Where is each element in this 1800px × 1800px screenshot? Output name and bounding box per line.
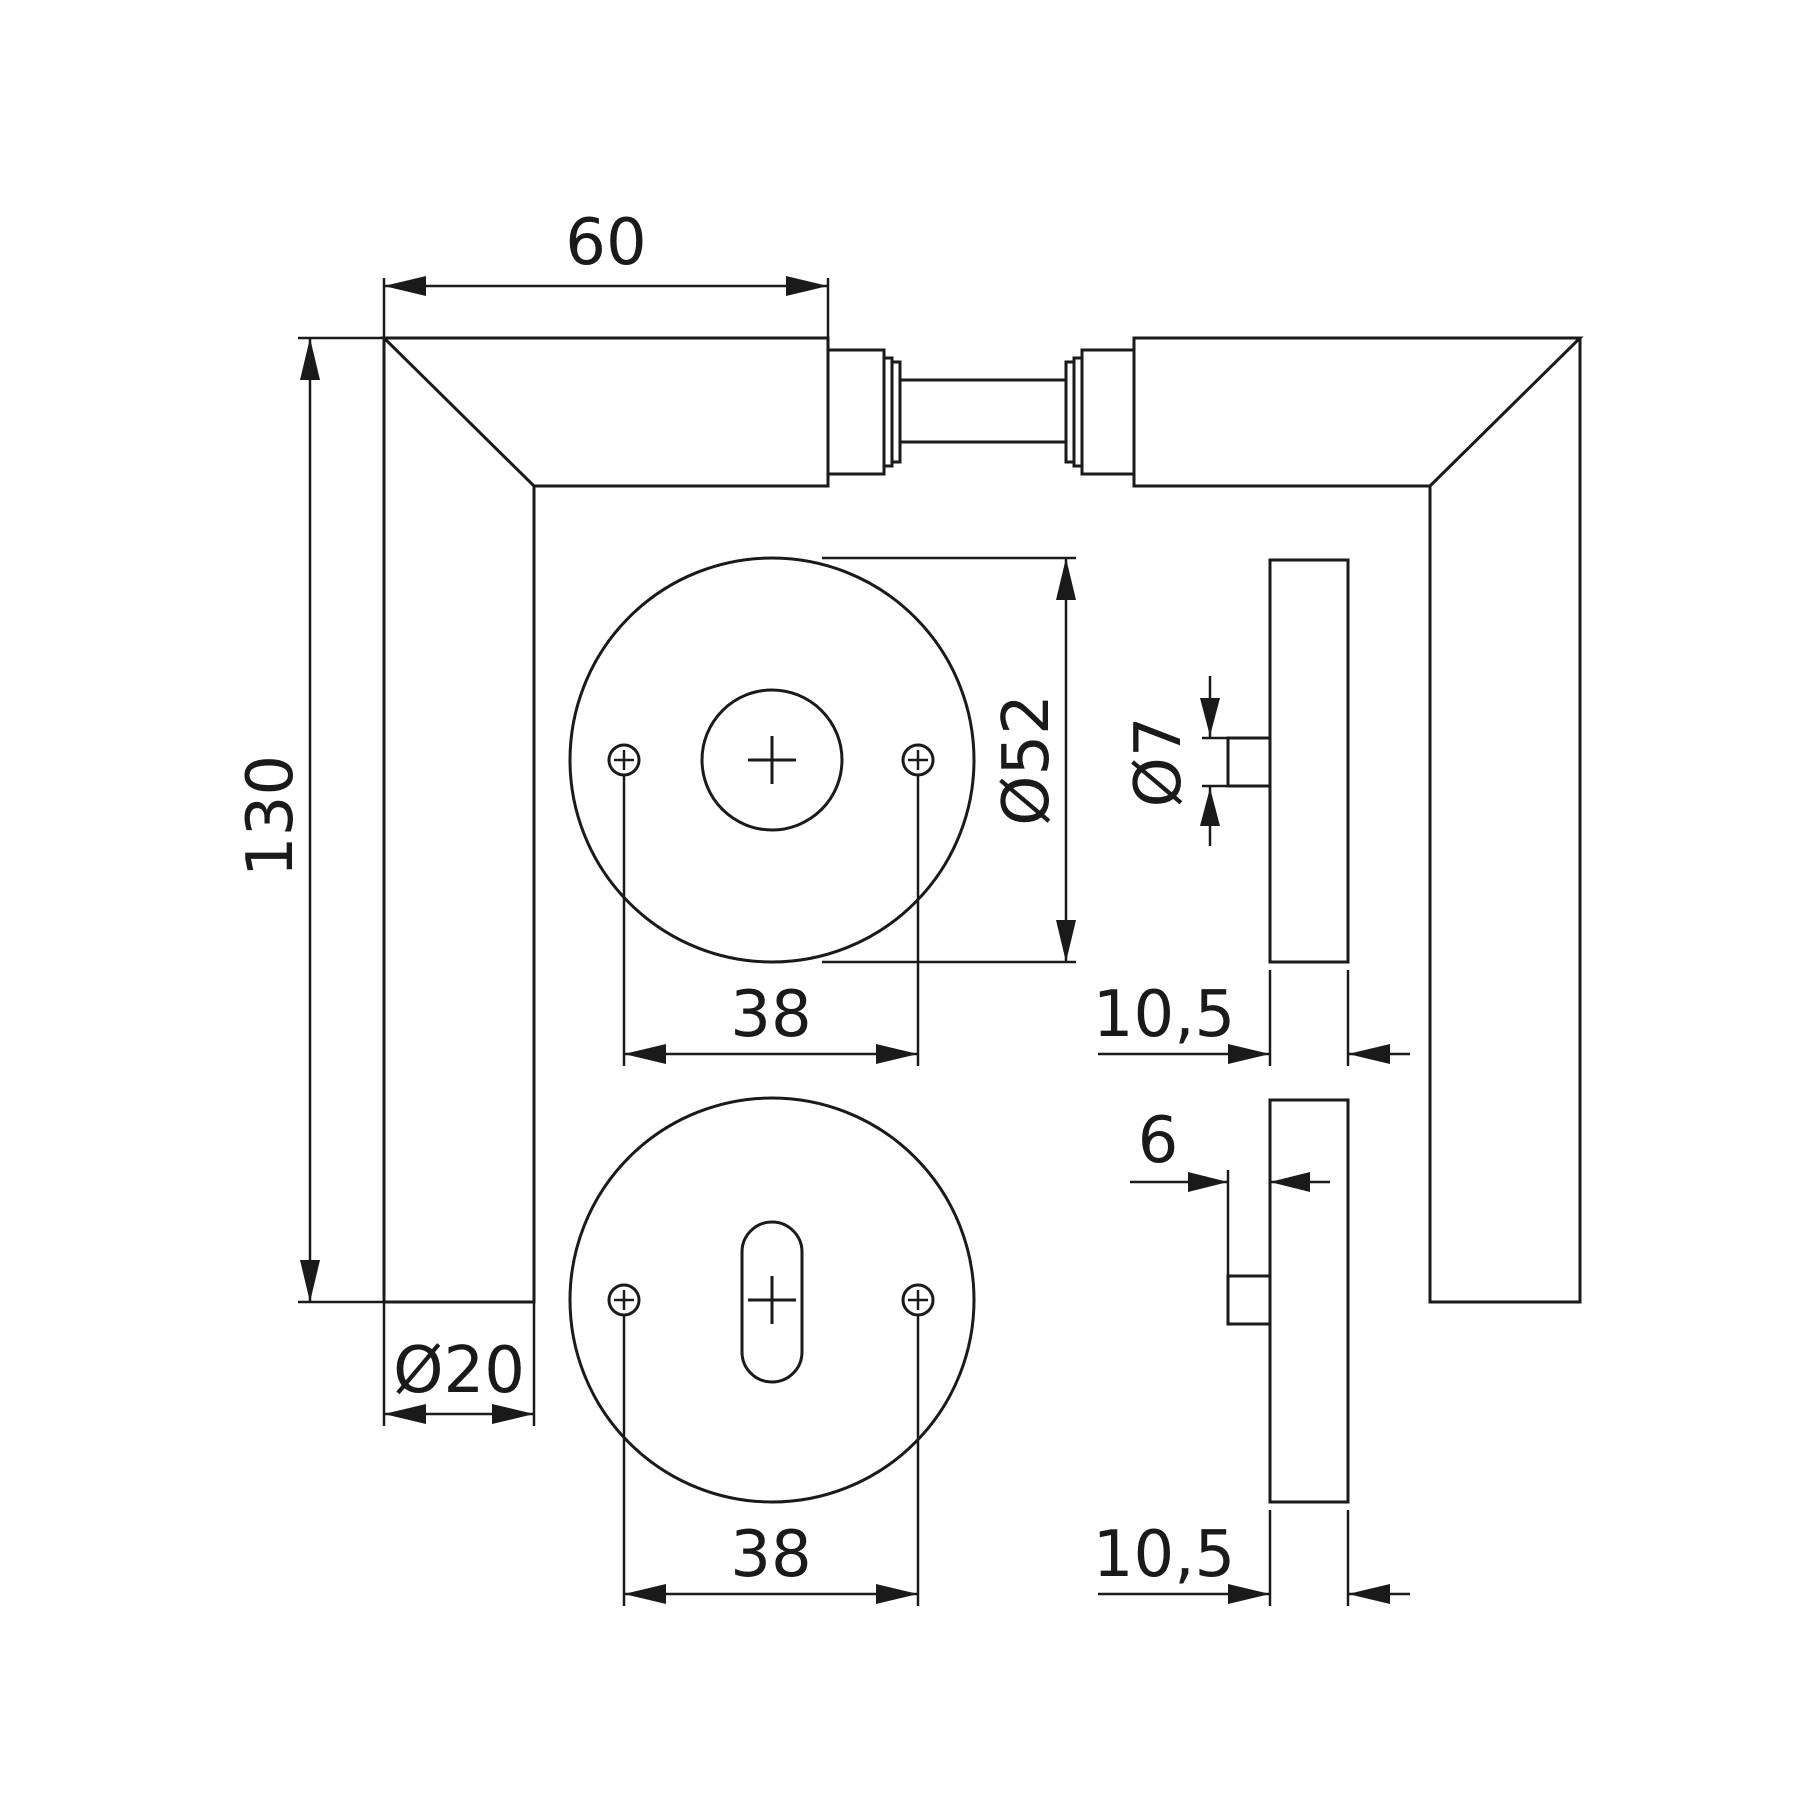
screw-icon xyxy=(607,743,641,777)
rose-side-view-top xyxy=(1226,558,1350,964)
dimension-38-bottom: 38 xyxy=(622,1316,920,1606)
dimension-60-label: 60 xyxy=(565,206,646,280)
dimension-d52-label: Ø52 xyxy=(990,694,1064,826)
dimension-d52: Ø52 xyxy=(822,556,1076,964)
dimension-38-top-label: 38 xyxy=(730,978,811,1052)
spindle-bar xyxy=(900,378,1066,444)
dimension-d20-label: Ø20 xyxy=(393,1334,525,1408)
dimension-d7-label: Ø7 xyxy=(1122,716,1196,807)
dimension-38-bottom-label: 38 xyxy=(730,1518,811,1592)
handle-rose xyxy=(568,556,976,964)
dimension-130: 130 xyxy=(234,336,384,1304)
dimension-10-5-bottom: 10,5 xyxy=(1093,1510,1410,1606)
dimension-d20: Ø20 xyxy=(382,1302,536,1426)
dimension-60: 60 xyxy=(382,206,830,338)
dimension-10-5-top-label: 10,5 xyxy=(1093,978,1236,1052)
rose-side-view-bottom xyxy=(1226,1098,1350,1504)
dimension-d7: Ø7 xyxy=(1122,676,1228,846)
left-handle-neck xyxy=(826,348,902,476)
dimension-130-label: 130 xyxy=(234,755,308,877)
screw-icon xyxy=(901,1283,935,1317)
dimension-10-5-bottom-label: 10,5 xyxy=(1093,1518,1236,1592)
right-handle-neck xyxy=(1064,348,1136,476)
dimension-10-5-top: 10,5 xyxy=(1093,970,1410,1066)
screw-icon xyxy=(901,743,935,777)
key-escutcheon xyxy=(568,1096,976,1504)
right-lever-handle xyxy=(1132,336,1584,1304)
screw-icon xyxy=(607,1283,641,1317)
dimension-6-label: 6 xyxy=(1138,1104,1179,1178)
dimension-38-top: 38 xyxy=(622,776,920,1066)
dimension-6: 6 xyxy=(1130,1104,1330,1276)
left-lever-handle xyxy=(380,336,830,1304)
